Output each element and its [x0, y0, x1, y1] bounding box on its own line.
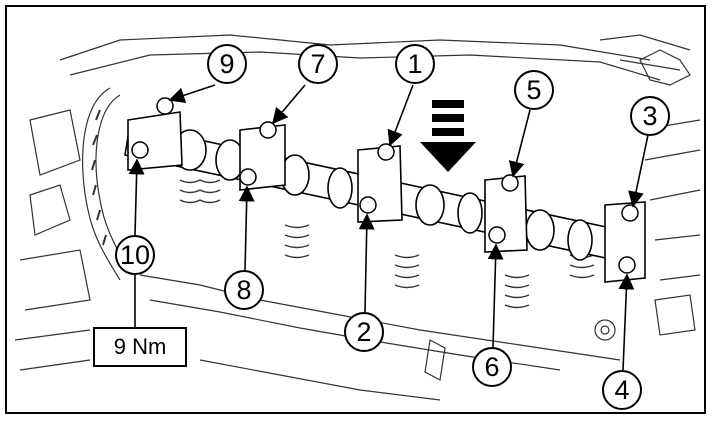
callout-1: 1	[395, 44, 435, 84]
leader-lines	[128, 84, 649, 371]
bearing-caps	[127, 111, 646, 283]
cylinder-head-background	[14, 34, 701, 401]
callout-8: 8	[224, 270, 264, 310]
callout-7: 7	[298, 44, 338, 84]
callout-5: 5	[514, 70, 554, 110]
callout-2: 2	[344, 312, 384, 352]
callout-6: 6	[472, 347, 512, 387]
figure-frame	[5, 5, 706, 414]
torque-spec-label: 9 Nm	[93, 327, 187, 367]
callout-10: 10	[115, 235, 155, 275]
bolts	[131, 97, 639, 274]
front-direction-arrow-icon	[420, 100, 476, 172]
callout-4: 4	[602, 370, 642, 410]
callout-3: 3	[630, 96, 670, 136]
callout-9: 9	[207, 44, 247, 84]
